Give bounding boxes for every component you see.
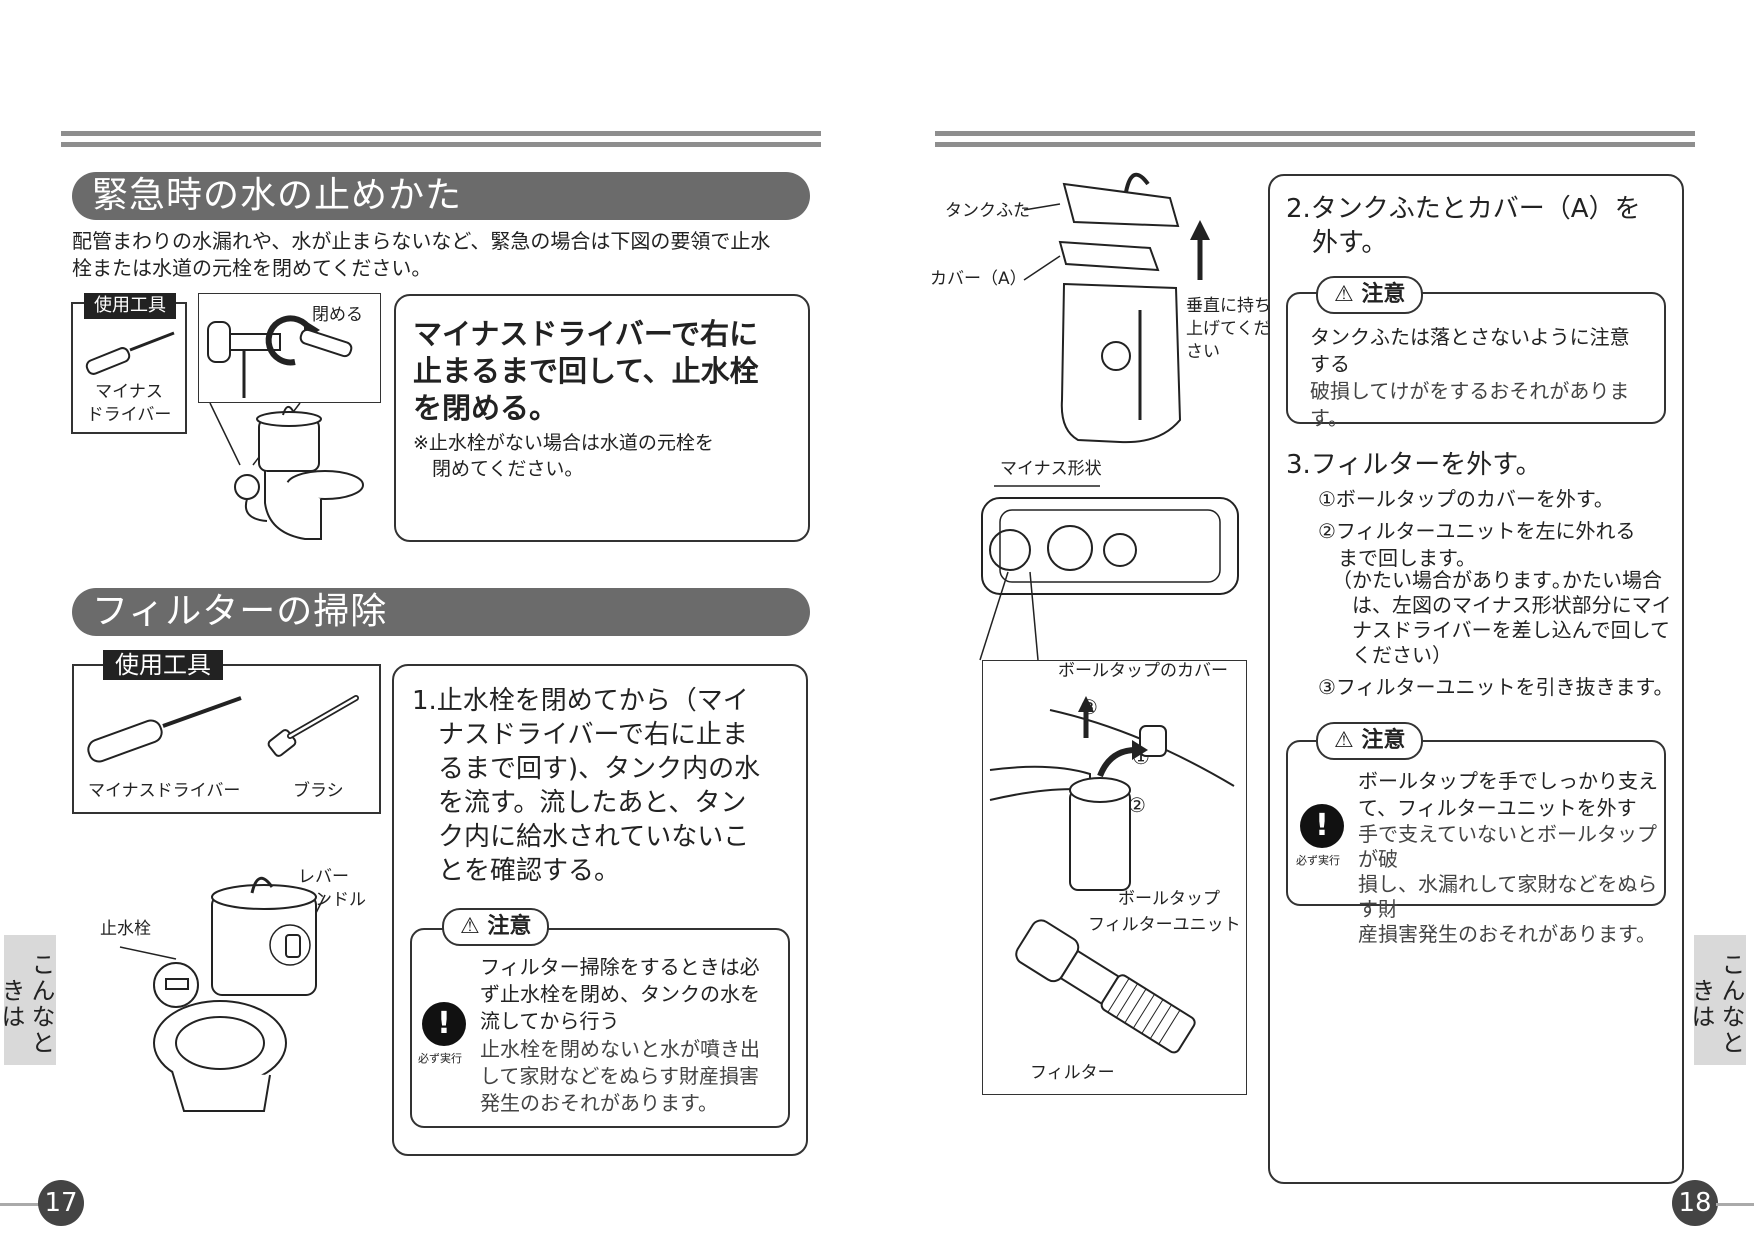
step3-sub2: ②フィルターユニットを左に外れる まで回します。: [1318, 519, 1636, 570]
screwdriver-icon: [87, 696, 242, 763]
label-lift: 垂直に持ち 上げてくだ さい: [1186, 296, 1271, 362]
warning-triangle-icon: ⚠: [1334, 728, 1362, 753]
step3-sub2-note: （かたい場合があります｡かたい場合 は、左図のマイナス形状部分にマイ ナスドライ…: [1332, 568, 1672, 667]
tool-tag: 使用工具: [84, 293, 176, 319]
filter-unit-illustration: [1015, 919, 1196, 1054]
valve-closeup-illustration: [207, 315, 353, 398]
warning-triangle-icon: ⚠: [1334, 282, 1362, 307]
step2-caution-detail: 破損してけがをするおそれがあります。: [1310, 379, 1630, 430]
label-ball-tap: ボールタップ: [1118, 889, 1220, 909]
step3-sub1: ①ボールタップのカバーを外す。: [1318, 487, 1614, 511]
side-tab-right: こんなときは: [1687, 935, 1746, 1065]
step3-sub3: ③フィルターユニットを引き抜きます。: [1318, 675, 1674, 699]
caution-title: 注意: [1361, 728, 1406, 753]
step3-caution-box: [1286, 740, 1666, 906]
emergency-instruction-box: [394, 294, 810, 542]
filter-caution-detail: 止水栓を閉めないと水が噴き出 して家財などをぬらす財産損害 発生のおそれがありま…: [480, 1037, 760, 1115]
filter-step1-text: 1.止水栓を閉めてから（マイ ナスドライバーで右に止ま るまで回す)、タンク内の…: [412, 686, 761, 886]
tool-name-screwdriver: マイナス ドライバー: [86, 382, 172, 425]
filter-caution-headline: フィルター掃除をするときは必 ず止水栓を閉め、タンクの水を 流してから行う: [480, 955, 760, 1033]
toilet-small-illustration: [209, 402, 364, 540]
label-tank-lid: タンクふた: [945, 201, 1030, 221]
emergency-intro: 配管まわりの水漏れや、水が止まらないなど、緊急の場合は下図の要領で止水 栓または…: [72, 229, 771, 280]
step2-caution-heading: ⚠ 注意: [1316, 276, 1424, 314]
left-header-rule: [61, 131, 821, 147]
step2-caution-box: [1286, 292, 1666, 424]
emergency-note: ※止水栓がない場合は水道の元栓を 閉めてください。: [413, 432, 714, 480]
must-do-icon: !: [1300, 804, 1344, 848]
brush-icon: [267, 695, 359, 757]
must-do-label: 必ず実行: [1296, 854, 1340, 867]
section-title-filter: フィルターの掃除: [72, 588, 810, 636]
tank-top-view-illustration: [979, 485, 1239, 661]
step3-title: 3.フィルターを外す。: [1286, 450, 1542, 480]
tool1-label: マイナスドライバー: [88, 781, 241, 801]
step3-caution-headline: ボールタップを手でしっかり支え て、フィルターユニットを外す: [1358, 769, 1658, 820]
label-filter: フィルター: [1030, 1063, 1115, 1083]
step2-title: 2.タンクふたとカバー（A）を 外す。: [1286, 194, 1641, 258]
step2-caution-headline: タンクふたは落とさないように注意 する: [1310, 325, 1630, 376]
tool-tag-filter: 使用工具: [103, 650, 223, 680]
label-cover-a: カバー（A）: [930, 269, 1027, 289]
must-do-label: 必ず実行: [418, 1052, 462, 1065]
label-n2: ②: [1128, 793, 1146, 817]
label-filter-unit: フィルターユニット: [1088, 915, 1241, 935]
screwdriver-icon: [85, 331, 175, 375]
tank-exploded-illustration: [1023, 172, 1210, 444]
caution-title: 注意: [487, 914, 532, 939]
toilet-large-illustration: [119, 876, 326, 1112]
emergency-instruction: マイナスドライバーで右に 止まるまで回して、止水栓 を閉める。: [413, 317, 759, 425]
warning-triangle-icon: ⚠: [460, 914, 488, 939]
caution-heading: ⚠ 注意: [442, 908, 550, 946]
page-number-left: 17: [38, 1180, 84, 1226]
label-minus-shape: マイナス形状: [1000, 459, 1102, 479]
tool2-label: ブラシ: [293, 781, 344, 801]
ball-tap-removal-illustration: [989, 696, 1235, 891]
label-ball-tap-cover: ボールタップのカバー: [1058, 661, 1228, 681]
step3-caution-heading: ⚠ 注意: [1316, 722, 1424, 760]
section-title-emergency: 緊急時の水の止めかた: [72, 172, 810, 220]
filter-caution-box: [410, 928, 790, 1128]
close-label: 閉める: [312, 305, 363, 325]
right-header-rule: [935, 131, 1695, 147]
step3-caution-detail: 手で支えていないとボールタップが破 損し、水漏れして家財などをぬらす財 産損害発…: [1358, 822, 1658, 946]
page-number-right: 18: [1672, 1180, 1718, 1226]
page-line-right: [1716, 1203, 1754, 1206]
page-line-left: [0, 1203, 44, 1206]
valve-label: 止水栓: [100, 919, 151, 939]
caution-title: 注意: [1361, 282, 1406, 307]
side-tab-left: こんなときは: [0, 935, 56, 1065]
must-do-icon: !: [422, 1002, 466, 1046]
